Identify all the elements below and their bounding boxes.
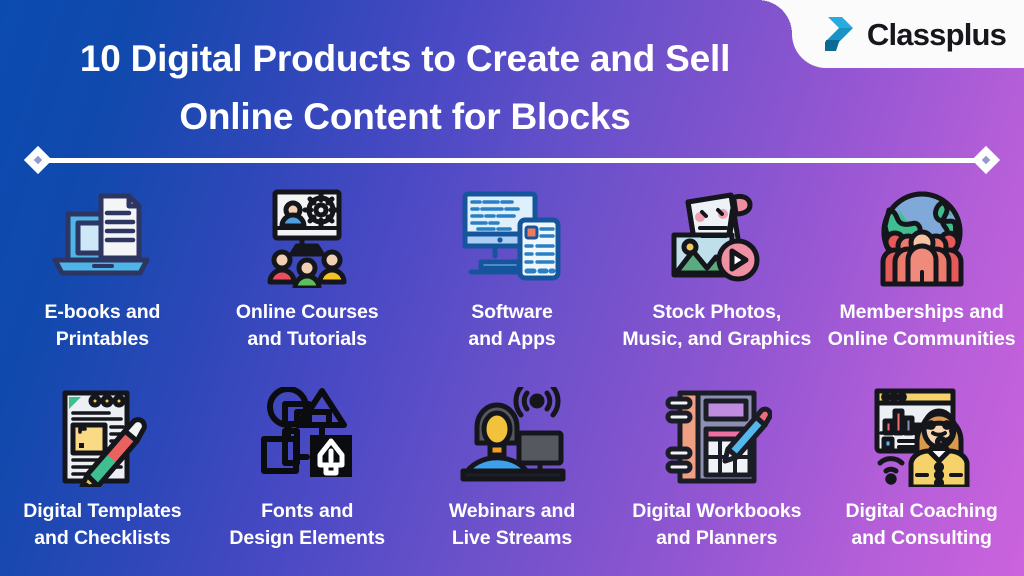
grid-item-label: Digital Workbooks and Planners [632, 500, 802, 549]
grid-item-software-and-apps[interactable]: Software and Apps [410, 178, 615, 377]
grid-item-memberships-and-online-communities[interactable]: Memberships and Online Communities [819, 178, 1024, 377]
document-pencil-icon [46, 383, 158, 491]
grid-item-webinars-and-live-streams[interactable]: Webinars and Live Streams [410, 377, 615, 576]
grid-item-label: E-books and Printables [44, 301, 161, 350]
grid-item-stock-photos-music-and-graphics[interactable]: Stock Photos, Music, and Graphics [614, 178, 819, 377]
grid-item-label: Stock Photos, Music, and Graphics [622, 301, 812, 350]
title-line-2: Online Content for Blocks [179, 95, 631, 137]
grid-item-digital-templates-and-checklists[interactable]: Digital Templates and Checklists [0, 377, 205, 576]
diamond-icon-left [23, 145, 53, 175]
grid-item-ebooks-and-printables[interactable]: E-books and Printables [0, 178, 205, 377]
monitor-phone-code-icon [456, 184, 568, 292]
laptop-document-icon [46, 184, 158, 292]
brand-name: Classplus [866, 16, 1007, 52]
woman-headset-chart-icon [866, 383, 978, 491]
grid-item-online-courses-and-tutorials[interactable]: Online Courses and Tutorials [205, 178, 410, 377]
spiral-notebook-pencil-icon [661, 383, 773, 491]
grid-item-digital-workbooks-and-planners[interactable]: Digital Workbooks and Planners [614, 377, 819, 576]
divider-line [45, 157, 979, 163]
monitor-people-gear-icon [251, 184, 363, 292]
grid-item-label: Fonts and Design Elements [229, 500, 386, 549]
grid-item-digital-coaching-and-consulting[interactable]: Digital Coaching and Consulting [819, 377, 1024, 576]
diamond-icon-right [971, 145, 1001, 175]
shapes-pen-nib-icon [251, 383, 363, 491]
grid-item-label: Software and Apps [468, 301, 556, 350]
classplus-chevron-logo-icon [824, 16, 858, 52]
grid-item-fonts-and-design-elements[interactable]: Fonts and Design Elements [205, 377, 410, 576]
brand-logo-banner[interactable]: Classplus [758, 0, 1024, 68]
product-grid: E-books and Printables [0, 178, 1024, 576]
photo-music-video-icon [661, 184, 773, 292]
grid-item-label: Digital Templates and Checklists [23, 500, 182, 549]
globe-people-icon [866, 184, 978, 292]
grid-item-label: Memberships and Online Communities [827, 301, 1016, 350]
page-title: 10 Digital Products to Create and Sell O… [0, 30, 810, 145]
divider [23, 145, 1001, 175]
grid-item-label: Webinars and Live Streams [448, 500, 576, 549]
grid-item-label: Digital Coaching and Consulting [845, 500, 998, 549]
grid-item-label: Online Courses and Tutorials [235, 301, 379, 350]
title-line-1: 10 Digital Products to Create and Sell [79, 38, 731, 79]
person-broadcast-monitor-icon [456, 383, 568, 491]
